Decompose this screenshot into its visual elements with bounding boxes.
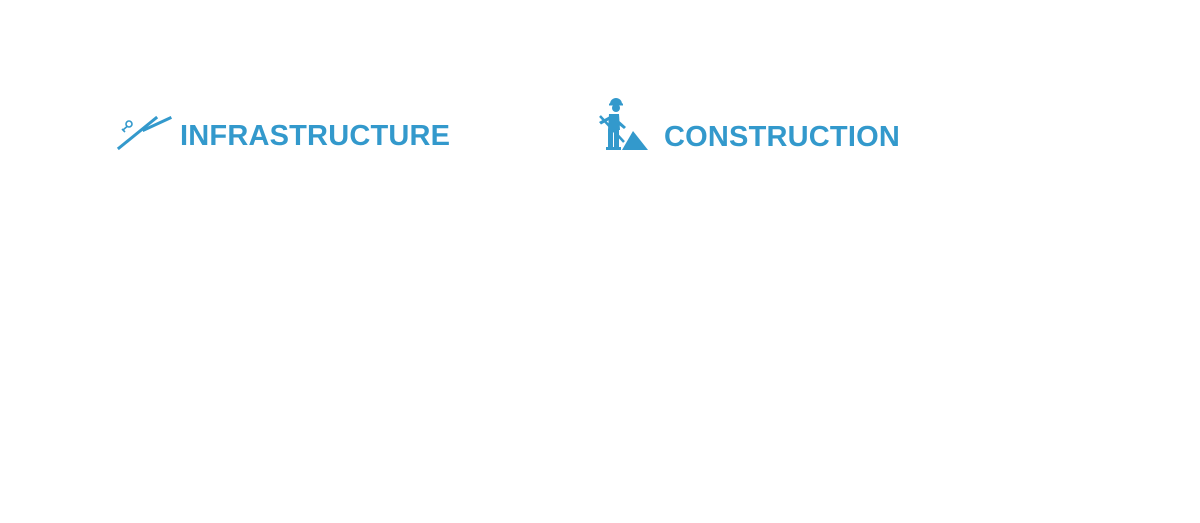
category-construction-label: CONSTRUCTION (664, 120, 901, 153)
infrastructure-road-icon (116, 104, 172, 152)
category-infrastructure-link[interactable]: INFRASTRUCTURE (116, 104, 450, 152)
construction-worker-icon (594, 96, 650, 152)
category-construction-link[interactable]: CONSTRUCTION (594, 96, 900, 152)
category-infrastructure-label: INFRASTRUCTURE (180, 119, 451, 152)
